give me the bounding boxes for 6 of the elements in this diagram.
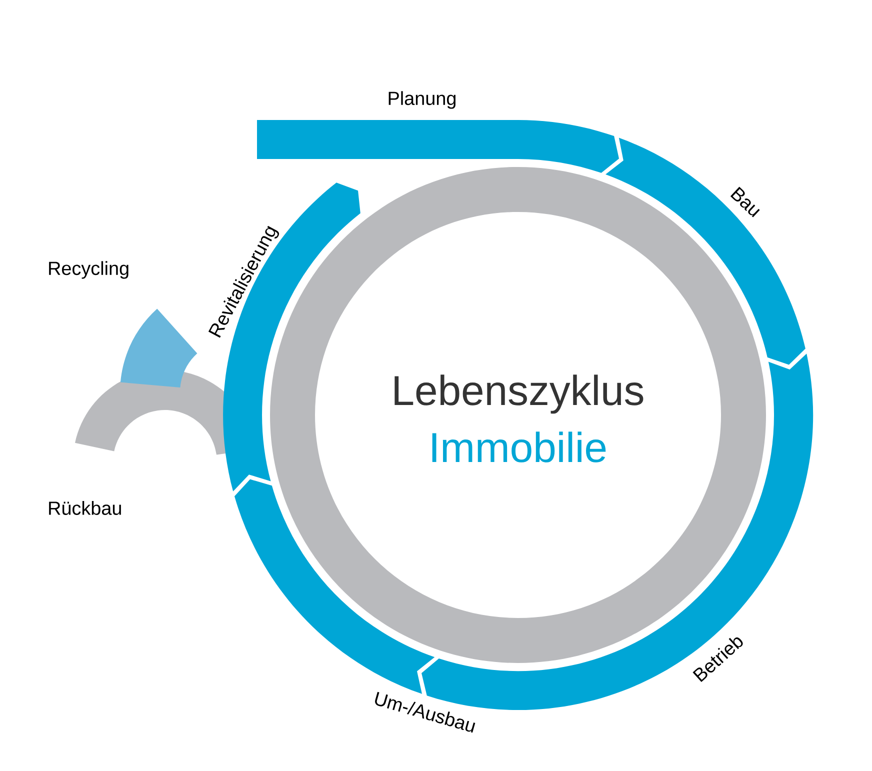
segment-label: Bau xyxy=(730,186,760,218)
segment-label: Planung xyxy=(388,91,456,109)
segment-label: Recycling xyxy=(49,261,128,279)
title-text: Lebenszyklus xyxy=(394,374,644,414)
subtitle-text: Immobilie xyxy=(432,432,606,462)
segment-label: Rückbau xyxy=(49,501,121,515)
